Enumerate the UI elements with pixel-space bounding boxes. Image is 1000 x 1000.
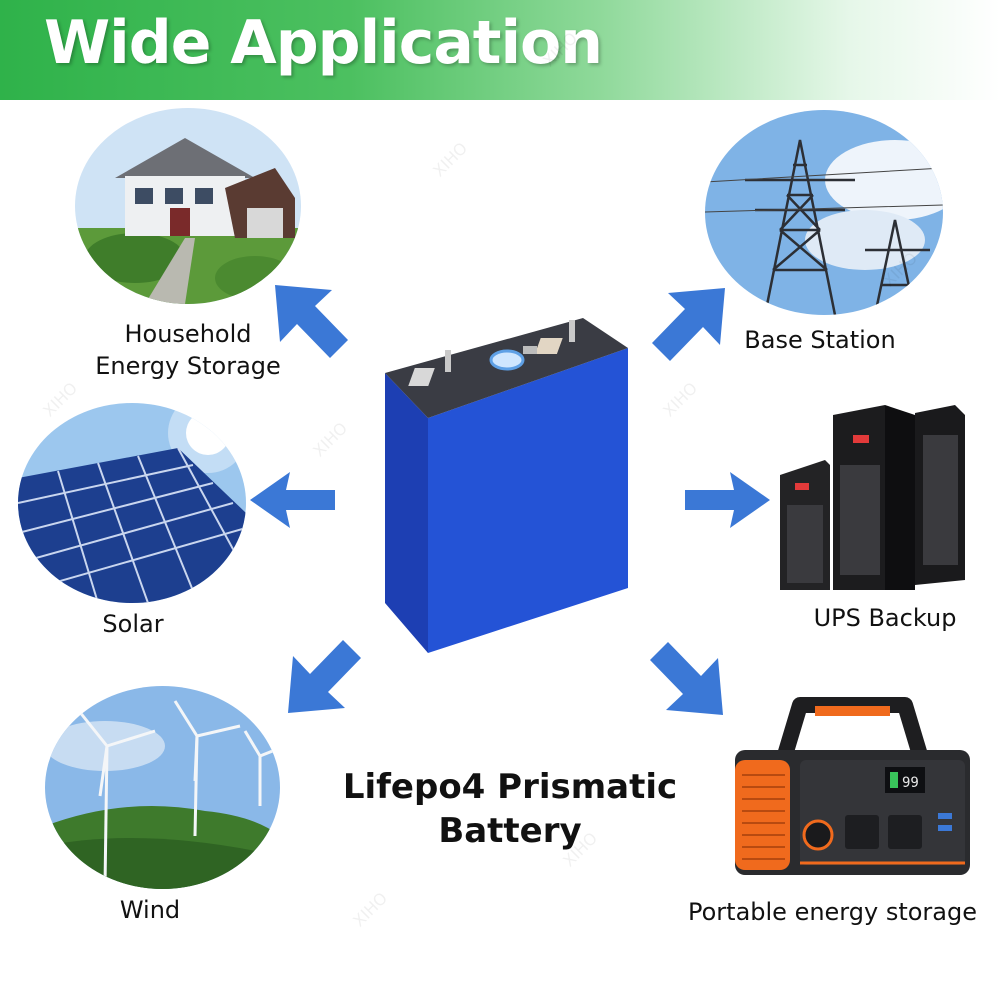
arrow-to-solar-icon: [250, 472, 335, 528]
watermark-text: XIHO: [429, 138, 472, 181]
arrow-to-ups-icon: [685, 472, 770, 528]
wind-image: [45, 686, 280, 889]
solar-label: Solar: [102, 610, 164, 638]
watermark-text: XIHO: [309, 418, 352, 461]
page-title: Wide Application: [44, 8, 603, 78]
arrow-to-portable-icon: [650, 642, 723, 715]
product-title-line1: Lifepo4 Prismatic: [342, 767, 678, 807]
product-title: Lifepo4 Prismatic Battery: [300, 765, 720, 853]
household-label-line2: Energy Storage: [95, 352, 281, 380]
arrow-to-wind-icon: [288, 640, 361, 713]
household-label-line1: Household: [124, 320, 252, 348]
base-station-label: Base Station: [744, 326, 896, 354]
portable-label: Portable energy storage: [687, 898, 977, 926]
svg-text:99: 99: [902, 775, 919, 791]
ups-label: UPS Backup: [813, 604, 957, 632]
ups-image: [775, 405, 970, 590]
wind-label: Wind: [119, 896, 181, 924]
watermark-text: XIHO: [349, 888, 392, 931]
household-image: [75, 108, 301, 304]
watermark-text: XIHO: [39, 378, 82, 421]
household-label: Household Energy Storage: [88, 318, 288, 382]
product-title-line2: Battery: [438, 811, 582, 851]
portable-image: 99: [730, 695, 975, 885]
watermark-text: XIHO: [659, 378, 702, 421]
arrow-to-base-station-icon: [652, 288, 725, 361]
solar-image: [18, 403, 246, 603]
battery-image: [383, 318, 633, 653]
arrow-to-household-icon: [275, 285, 348, 358]
header-banner: Wide Application: [0, 0, 1000, 100]
base-station-image: [705, 110, 943, 315]
